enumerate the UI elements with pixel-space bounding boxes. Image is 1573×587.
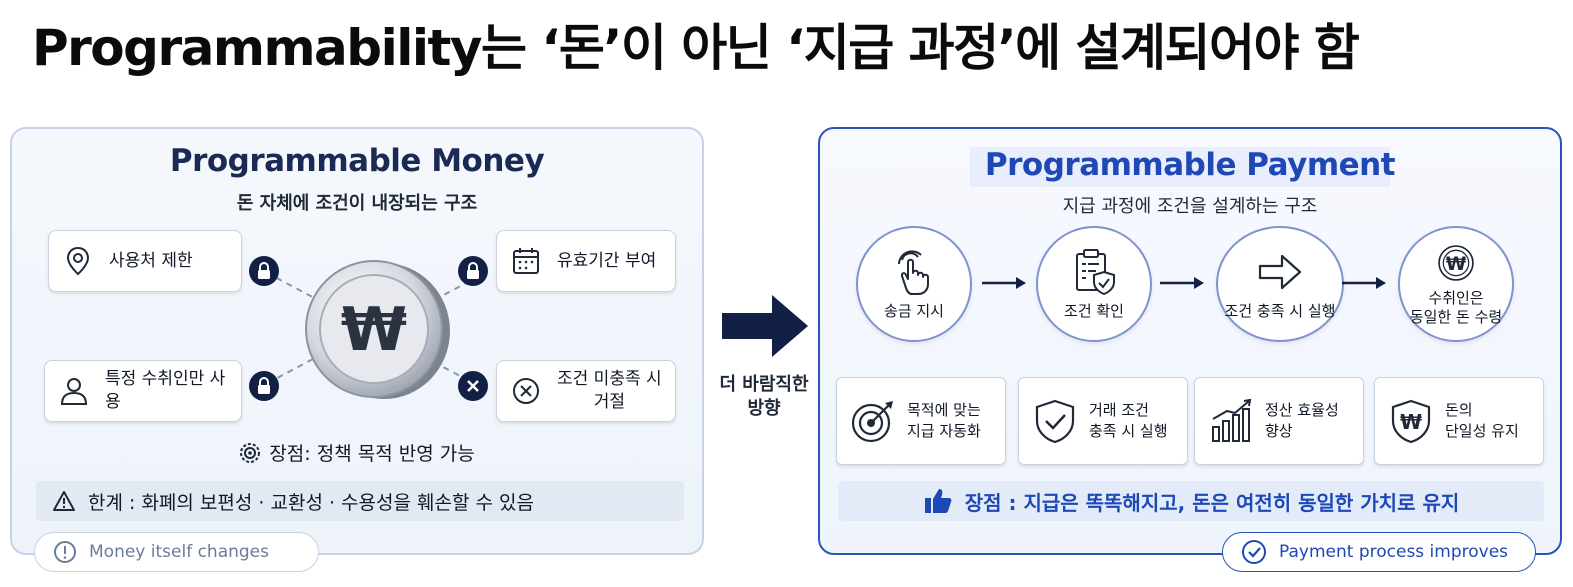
feature-label: 사용처 제한 [109, 250, 193, 271]
step-label: 조건 확인 [1064, 302, 1124, 321]
preferred-direction-line2: 방향 [747, 398, 781, 420]
bar-chart-icon [1212, 398, 1252, 442]
lock-icon [458, 256, 488, 286]
won-shield-icon: ₩ [1391, 399, 1431, 444]
step-label: 수취인은 동일한 돈 수령 [1410, 289, 1502, 328]
payment-improves-pill: Payment process improves [1222, 532, 1536, 572]
feature-label: 유효기간 부여 [557, 250, 657, 271]
warning-icon [53, 491, 75, 511]
step-label: 송금 지시 [884, 302, 944, 321]
page-title: Programmability는 ‘돈’이 아닌 ‘지급 과정’에 설계되어야 … [32, 19, 1360, 77]
benefit-line1: 돈의 [1445, 401, 1473, 419]
left-advantage: 장점: 정책 목적 반영 가능 [12, 439, 702, 466]
flow-arrow-icon [1160, 277, 1204, 289]
x-circle-icon [513, 378, 539, 404]
right-advantage: 장점 : 지급은 똑똑해지고, 돈은 여전히 동일한 가치로 유지 [838, 481, 1544, 521]
step-label: 조건 충족 시 실행 [1224, 302, 1336, 321]
benefit-purpose-automation: 목적에 맞는 지급 자동화 [836, 377, 1006, 465]
left-limitation: 한계 : 화폐의 보편성 · 교환성 · 수용성을 훼손할 수 있음 [36, 481, 684, 521]
benefit-line2: 향상 [1265, 422, 1293, 440]
flow-arrow-icon [1342, 277, 1386, 289]
benefit-condition-execution: 거래 조건 충족 시 실행 [1018, 377, 1188, 465]
left-advantage-text: 장점: 정책 목적 반영 가능 [269, 443, 475, 465]
benefit-money-unity: ₩ 돈의 단일성 유지 [1374, 377, 1544, 465]
benefit-line2: 충족 시 실행 [1089, 422, 1168, 440]
money-changes-pill: Money itself changes [34, 532, 319, 572]
info-icon [54, 541, 76, 563]
lock-icon [249, 371, 279, 401]
flow-arrow-icon [982, 277, 1026, 289]
check-circle-icon [1242, 540, 1266, 564]
person-icon [60, 378, 88, 405]
left-limitation-text: 한계 : 화폐의 보편성 · 교환성 · 수용성을 훼손할 수 있음 [88, 491, 534, 514]
benefit-text: 돈의 단일성 유지 [1445, 400, 1519, 442]
benefit-line2: 지급 자동화 [907, 422, 981, 440]
benefit-line1: 거래 조건 [1089, 401, 1149, 419]
coin-symbol: ₩ [341, 295, 407, 365]
right-panel-subtitle: 지급 과정에 조건을 설계하는 구조 [1062, 196, 1318, 217]
step-condition-check: 조건 확인 [1036, 226, 1152, 342]
right-advantage-text: 장점 : 지급은 똑똑해지고, 돈은 여전히 동일한 가치로 유지 [964, 490, 1460, 515]
target-gear-icon [240, 442, 261, 463]
step-label-line1: 수취인은 [1428, 288, 1484, 307]
programmable-money-panel: Programmable Money 돈 자체에 조건이 내장되는 구조 사용처… [10, 127, 704, 555]
right-footer-text: Payment process improves [1279, 542, 1509, 562]
won-coin-icon: ₩ [305, 260, 450, 399]
lock-icon [249, 256, 279, 286]
feature-label: 특정 수취인만 사용 [105, 369, 226, 412]
benefit-text: 목적에 맞는 지급 자동화 [907, 400, 981, 442]
benefit-text: 정산 효율성 향상 [1265, 400, 1339, 442]
feature-label-line2: 거절 [593, 392, 625, 412]
left-footer-text: Money itself changes [89, 542, 270, 562]
step-execute-on-condition: 조건 충족 시 실행 [1216, 226, 1344, 342]
svg-text:₩: ₩ [1446, 253, 1467, 274]
shield-check-icon [1035, 399, 1075, 444]
step-label-line2: 동일한 돈 수령 [1409, 308, 1503, 326]
left-panel-title: Programmable Money [169, 143, 545, 179]
arrow-right-icon [1258, 255, 1302, 290]
clipboard-shield-icon [1076, 249, 1115, 296]
benefit-text: 거래 조건 충족 시 실행 [1089, 400, 1168, 442]
feature-reject-condition: 조건 미충족 시 거절 [496, 360, 676, 422]
benefit-line1: 목적에 맞는 [907, 401, 981, 419]
tap-hand-icon [898, 250, 929, 296]
calendar-icon [513, 248, 539, 274]
won-coin-icon: ₩ [1438, 244, 1474, 281]
target-icon [851, 401, 893, 443]
reject-x-icon [458, 371, 488, 401]
title-highlight [970, 147, 1390, 187]
benefit-settlement-efficiency: 정산 효율성 향상 [1194, 377, 1364, 465]
left-panel-subtitle: 돈 자체에 조건이 내장되는 구조 [236, 193, 478, 214]
benefit-line2: 단일성 유지 [1445, 422, 1519, 440]
preferred-direction-line1: 더 바람직한 [719, 374, 809, 395]
feature-specific-recipient: 특정 수취인만 사용 [44, 360, 242, 422]
benefit-line1: 정산 효율성 [1265, 401, 1339, 419]
direction-arrow-icon [722, 295, 808, 357]
svg-text:₩: ₩ [1400, 410, 1422, 434]
right-panel-title: Programmable Payment [984, 147, 1396, 183]
programmable-payment-panel: Programmable Payment 지급 과정에 조건을 설계하는 구조 … [818, 127, 1562, 555]
step-recipient-receives: ₩ 수취인은 동일한 돈 수령 [1398, 226, 1514, 342]
feature-label: 조건 미충족 시 거절 [557, 368, 662, 414]
step-send-instruction: 송금 지시 [856, 226, 972, 342]
feature-label-line1: 조건 미충족 시 [557, 369, 662, 390]
location-pin-icon [66, 246, 90, 276]
thumbs-up-icon [924, 489, 952, 513]
feature-usage-restriction: 사용처 제한 [48, 230, 242, 292]
preferred-direction-label: 더 바람직한 방향 [706, 373, 822, 422]
feature-expiry: 유효기간 부여 [496, 230, 676, 292]
